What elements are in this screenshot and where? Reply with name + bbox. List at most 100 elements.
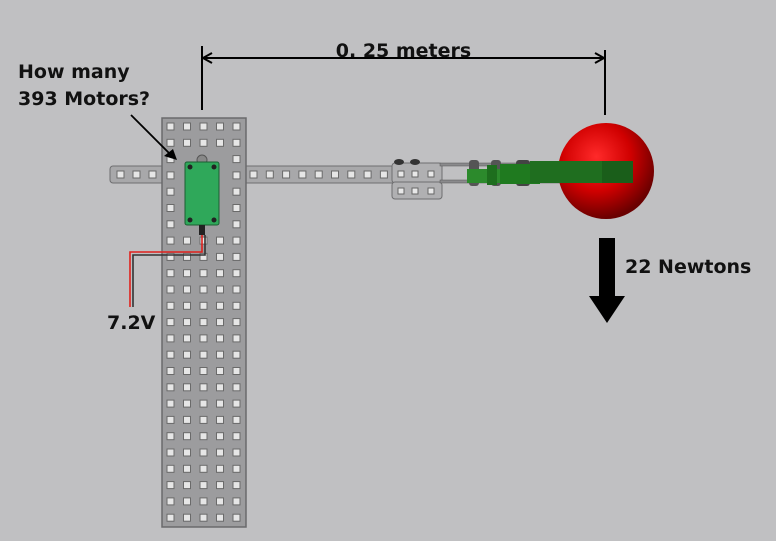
square-hole	[166, 138, 175, 147]
square-hole	[199, 334, 208, 343]
square-hole	[166, 399, 175, 408]
horizontal-bar-right	[239, 165, 396, 184]
square-hole	[199, 269, 208, 278]
square-hole	[216, 318, 224, 327]
square-hole	[183, 334, 191, 343]
question-pointer-arrow	[130, 114, 177, 160]
square-hole	[183, 481, 191, 490]
square-hole	[183, 301, 191, 310]
power-wires	[129, 235, 206, 307]
square-hole	[232, 204, 241, 212]
square-hole	[216, 415, 224, 424]
square-hole	[232, 155, 241, 164]
square-hole	[232, 350, 241, 359]
square-hole	[249, 170, 258, 179]
square-hole	[183, 269, 191, 278]
square-hole	[199, 383, 208, 392]
square-hole	[199, 432, 208, 441]
square-hole	[298, 170, 307, 179]
square-hole	[183, 138, 191, 147]
square-hole	[199, 415, 208, 424]
square-hole	[166, 415, 175, 424]
dimension-line	[200, 46, 607, 115]
square-hole	[216, 138, 224, 147]
square-hole	[183, 122, 191, 131]
square-hole	[166, 383, 175, 392]
square-hole	[216, 367, 224, 375]
square-hole	[132, 170, 141, 179]
square-hole	[199, 252, 208, 261]
square-hole	[232, 301, 241, 310]
square-hole	[232, 269, 241, 278]
square-hole	[232, 448, 241, 457]
square-hole	[216, 269, 224, 278]
square-hole	[232, 513, 241, 522]
square-hole	[183, 415, 191, 424]
square-hole	[216, 481, 224, 490]
square-hole	[216, 399, 224, 408]
square-hole	[148, 170, 157, 179]
square-hole	[232, 171, 241, 180]
square-hole	[116, 170, 125, 179]
square-hole	[183, 383, 191, 392]
square-hole	[282, 170, 291, 179]
square-hole	[166, 252, 175, 261]
square-hole	[216, 448, 224, 457]
square-hole	[232, 138, 241, 147]
square-hole	[347, 170, 356, 179]
square-hole	[199, 350, 208, 359]
square-hole	[199, 122, 208, 131]
square-hole	[199, 481, 208, 490]
square-hole	[199, 513, 208, 522]
square-hole	[199, 464, 208, 473]
square-hole	[199, 448, 208, 457]
square-hole	[183, 367, 191, 375]
square-hole	[216, 432, 224, 441]
square-hole	[166, 269, 175, 278]
square-hole	[166, 187, 175, 196]
square-hole	[166, 204, 175, 212]
square-hole	[216, 513, 224, 522]
square-hole	[183, 464, 191, 473]
square-hole	[166, 171, 175, 180]
square-hole	[166, 448, 175, 457]
square-hole	[232, 432, 241, 441]
green-arm	[467, 161, 633, 185]
square-hole	[232, 367, 241, 375]
square-hole	[232, 252, 241, 261]
square-hole	[379, 170, 388, 179]
square-hole	[363, 170, 372, 179]
square-hole	[232, 318, 241, 327]
square-hole	[232, 497, 241, 506]
square-hole	[232, 187, 241, 196]
square-hole	[232, 383, 241, 392]
horizontal-bar-left	[109, 165, 167, 184]
square-hole	[166, 285, 175, 294]
square-hole	[232, 122, 241, 131]
square-hole	[331, 170, 339, 179]
square-hole	[183, 513, 191, 522]
square-hole	[166, 220, 175, 229]
square-hole	[216, 301, 224, 310]
square-hole	[232, 415, 241, 424]
question-line-2: 393 Motors?	[18, 88, 151, 110]
square-hole	[166, 334, 175, 343]
square-hole	[216, 252, 224, 261]
force-arrow	[589, 238, 625, 323]
square-hole	[183, 497, 191, 506]
square-hole	[166, 513, 175, 522]
square-hole	[183, 432, 191, 441]
square-hole	[166, 236, 175, 245]
square-hole	[183, 350, 191, 359]
square-hole	[199, 301, 208, 310]
voltage-label: 7.2V	[107, 312, 156, 334]
square-hole	[199, 285, 208, 294]
square-hole	[166, 350, 175, 359]
square-hole	[216, 285, 224, 294]
square-hole	[216, 383, 224, 392]
square-hole	[232, 334, 241, 343]
square-hole	[216, 236, 224, 245]
square-hole	[232, 285, 241, 294]
square-hole	[166, 122, 175, 131]
